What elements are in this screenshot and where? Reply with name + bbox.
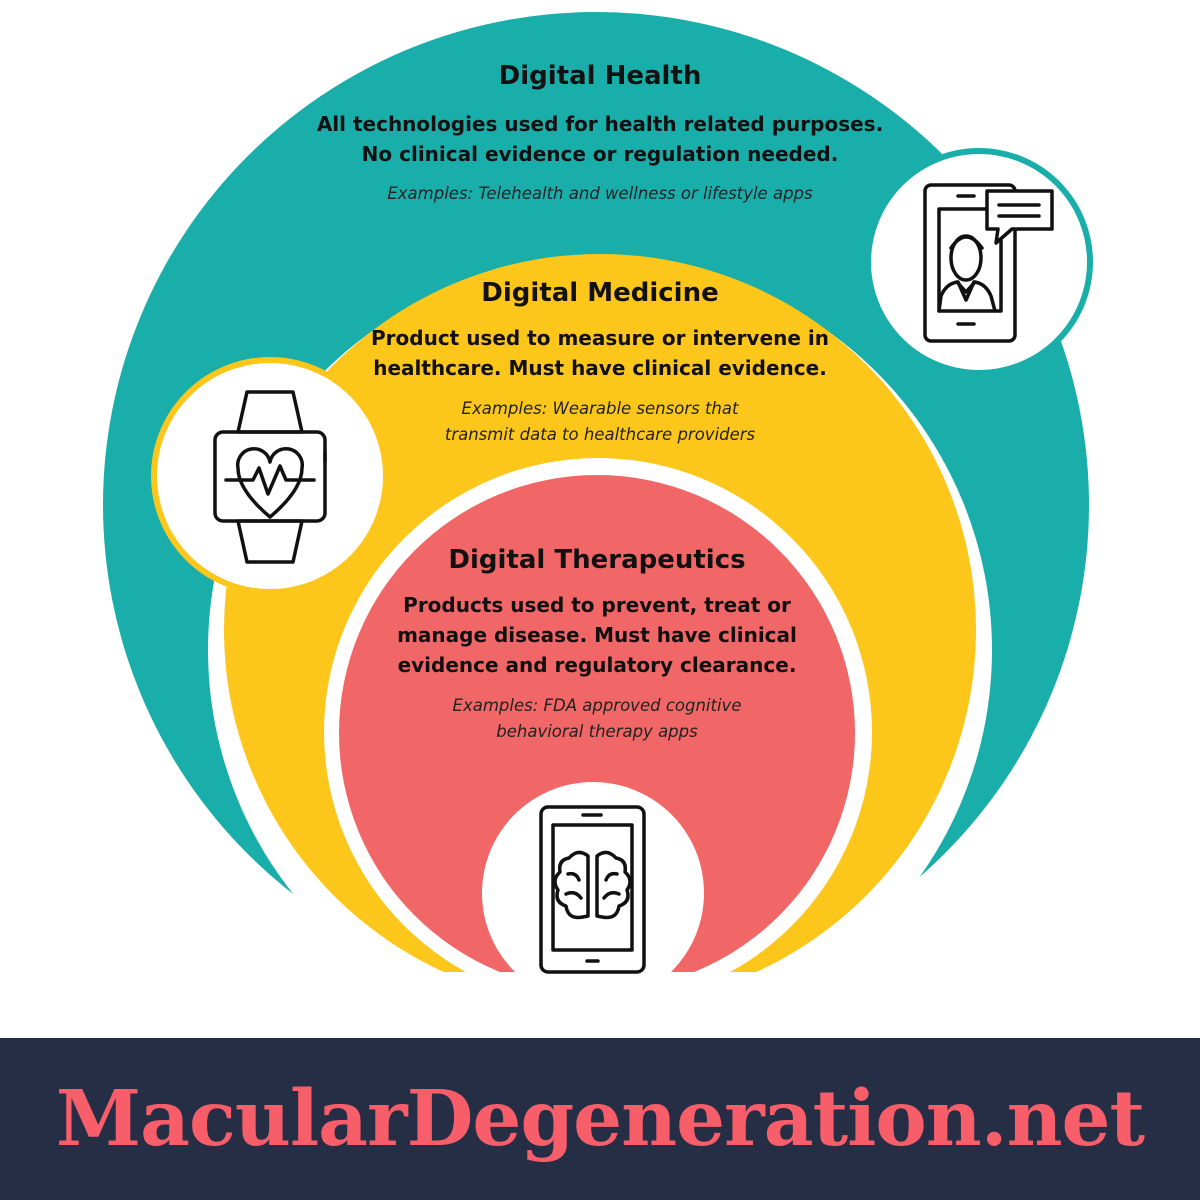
digital-health-title: Digital Health: [499, 61, 702, 91]
digital-therapeutics-examples-line-2: behavioral therapy apps: [496, 722, 698, 741]
digital-medicine-examples-line-2: transmit data to healthcare providers: [445, 425, 756, 444]
digital-medicine-title: Digital Medicine: [481, 278, 718, 308]
digital-therapeutics-circle: [339, 475, 855, 972]
nested-circles-diagram: Digital Health All technologies used for…: [103, 12, 1093, 1004]
digital-medicine-examples-line-1: Examples: Wearable sensors that: [462, 399, 739, 418]
telehealth-phone-icon: [865, 148, 1093, 376]
footer-banner: MacularDegeneration.net: [0, 1038, 1200, 1200]
digital-health-description-line-1: All technologies used for health related…: [317, 112, 883, 136]
digital-health-description-line-2: No clinical evidence or regulation neede…: [362, 142, 839, 166]
digital-therapeutics-description-line-2: manage disease. Must have clinical: [397, 623, 797, 647]
smartwatch-heartbeat-icon: [151, 357, 389, 595]
digital-medicine-description-line-1: Product used to measure or intervene in: [371, 326, 829, 350]
digital-therapeutics-title: Digital Therapeutics: [448, 545, 745, 575]
digital-medicine-description-line-2: healthcare. Must have clinical evidence.: [373, 356, 827, 380]
digital-therapeutics-description-line-1: Products used to prevent, treat or: [403, 593, 791, 617]
digital-health-examples: Examples: Telehealth and wellness or lif…: [387, 184, 813, 203]
footer-brand-logo: MacularDegeneration.net: [55, 1074, 1145, 1164]
tablet-brain-icon: [482, 782, 704, 1004]
digital-therapeutics-description-line-3: evidence and regulatory clearance.: [398, 653, 797, 677]
digital-therapeutics-examples-line-1: Examples: FDA approved cognitive: [453, 696, 742, 715]
